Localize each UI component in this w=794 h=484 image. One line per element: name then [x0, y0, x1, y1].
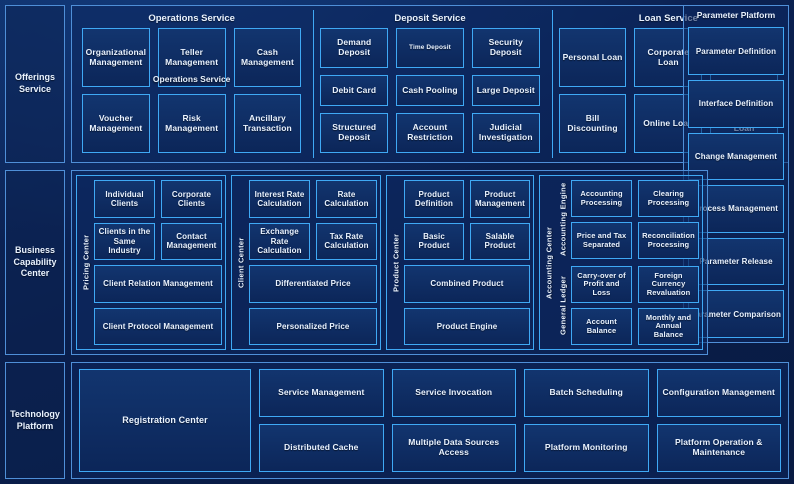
- parameter-platform-panel: Parameter Platform Parameter Definition …: [682, 5, 789, 343]
- card-price-and-tax-separated[interactable]: Price and Tax Separated: [571, 222, 632, 259]
- card-voucher-management[interactable]: Voucher Management: [82, 94, 150, 153]
- group-title-operations-service: Operations Service: [148, 13, 235, 24]
- card-combined-product[interactable]: Combined Product: [404, 265, 530, 303]
- card-product-engine[interactable]: Product Engine: [404, 307, 530, 345]
- group-title-loan-service: Loan Service: [638, 13, 698, 24]
- card-salable-product[interactable]: Salable Product: [470, 222, 530, 260]
- card-accounting-processing[interactable]: Accounting Processing: [571, 180, 632, 217]
- card-individual-clients[interactable]: Individual Clients: [94, 180, 155, 218]
- vlabel-pricing-center: Pricing Center: [81, 234, 91, 291]
- card-product-definition[interactable]: Product Definition: [404, 180, 464, 218]
- group-operations-service: Operations Service Organizational Manage…: [76, 10, 307, 158]
- vlabel-general-ledger: General Ledger: [558, 275, 568, 336]
- card-foreign-currency-revaluation[interactable]: Foreign Currency Revaluation: [638, 266, 699, 303]
- group-grid-deposit-service: Demand Deposit Time Deposit Security Dep…: [314, 28, 545, 158]
- card-interface-definition[interactable]: Interface Definition: [687, 80, 784, 128]
- card-parameter-definition[interactable]: Parameter Definition: [687, 27, 784, 76]
- subpanel-accounting-center: Accounting Center Accounting Engine Acco…: [539, 175, 703, 350]
- card-debit-card[interactable]: Debit Card: [320, 75, 389, 106]
- card-cash-pooling[interactable]: Cash Pooling: [396, 75, 464, 106]
- card-platform-monitoring[interactable]: Platform Monitoring: [524, 424, 649, 472]
- card-cash-management[interactable]: Cash Management: [233, 28, 302, 87]
- card-client-relation-management[interactable]: Client Relation Management: [94, 265, 222, 303]
- card-account-restriction[interactable]: Account Restriction: [396, 112, 464, 153]
- card-rate-calculation[interactable]: Rate Calculation: [316, 180, 377, 218]
- parameter-platform-title: Parameter Platform: [696, 10, 776, 20]
- card-tax-rate-calculation[interactable]: Tax Rate Calculation: [316, 222, 377, 260]
- card-demand-deposit[interactable]: Demand Deposit: [320, 28, 389, 69]
- card-registration-center[interactable]: Registration Center: [79, 369, 251, 472]
- section-general-ledger: General Ledger Carry-over of Profit and …: [557, 266, 699, 345]
- card-service-management[interactable]: Service Management: [259, 369, 384, 417]
- subpanel-pricing-center: Pricing Center Individual Clients Corpor…: [76, 175, 226, 350]
- card-reconciliation-processing[interactable]: Reconciliation Processing: [638, 222, 699, 259]
- card-clients-in-the-same-industry[interactable]: Clients in the Same Industry: [94, 222, 155, 260]
- offerings-service-panel: Operations Service Organizational Manage…: [71, 5, 789, 163]
- technology-platform-grid: Service Management Service Invocation Ba…: [259, 369, 781, 472]
- grid-general-ledger: Carry-over of Profit and Loss Foreign Cu…: [571, 266, 699, 345]
- card-monthly-and-annual-balance[interactable]: Monthly and Annual Balance: [638, 308, 699, 345]
- card-multiple-data-sources-access[interactable]: Multiple Data Sources Access: [391, 424, 516, 472]
- card-platform-operation-maintenance[interactable]: Platform Operation & Maintenance: [656, 424, 781, 472]
- grid-product-center: Product Definition Product Management Ba…: [404, 180, 530, 345]
- subpanel-product-center: Product Center Product Definition Produc…: [386, 175, 534, 350]
- accounting-center-body: Accounting Engine Accounting Processing …: [557, 180, 699, 345]
- card-product-management[interactable]: Product Management: [470, 180, 530, 218]
- group-grid-operations-service: Organizational Management Teller Managem…: [76, 28, 307, 158]
- card-carry-over-of-profit-and-loss[interactable]: Carry-over of Profit and Loss: [571, 266, 632, 303]
- group-title-deposit-service: Deposit Service: [394, 13, 466, 24]
- card-personalized-price[interactable]: Personalized Price: [249, 307, 377, 345]
- card-configuration-management[interactable]: Configuration Management: [656, 369, 781, 417]
- card-judicial-investigation[interactable]: Judicial Investigation: [471, 112, 540, 153]
- card-distributed-cache[interactable]: Distributed Cache: [259, 424, 384, 472]
- card-clearing-processing[interactable]: Clearing Processing: [638, 180, 699, 217]
- card-risk-management[interactable]: Risk Management: [157, 94, 226, 153]
- card-teller-management[interactable]: Teller Management: [157, 28, 226, 87]
- card-corporate-clients[interactable]: Corporate Clients: [161, 180, 222, 218]
- vlabel-accounting-engine: Accounting Engine: [558, 182, 568, 257]
- card-batch-scheduling[interactable]: Batch Scheduling: [524, 369, 649, 417]
- card-contact-management[interactable]: Contact Management: [161, 222, 222, 260]
- card-client-protocol-management[interactable]: Client Protocol Management: [94, 307, 222, 345]
- vlabel-product-center: Product Center: [391, 233, 401, 292]
- offerings-service-row: Offerings Service Operations Service Org…: [5, 5, 789, 343]
- grid-client-center: Interest Rate Calculation Rate Calculati…: [249, 180, 377, 345]
- card-basic-product[interactable]: Basic Product: [404, 222, 464, 260]
- business-capability-center-row: Business Capability Center Pricing Cente…: [5, 170, 789, 355]
- card-exchange-rate-calculation[interactable]: Exchange Rate Calculation: [249, 222, 310, 260]
- card-personal-loan[interactable]: Personal Loan: [558, 28, 627, 87]
- subpanel-client-center: Client Center Interest Rate Calculation …: [231, 175, 381, 350]
- row-label-business-capability-center: Business Capability Center: [5, 170, 65, 355]
- card-account-balance[interactable]: Account Balance: [571, 308, 632, 345]
- card-time-deposit[interactable]: Time Deposit: [396, 28, 464, 69]
- card-large-deposit[interactable]: Large Deposit: [471, 75, 540, 106]
- grid-pricing-center: Individual Clients Corporate Clients Cli…: [94, 180, 222, 345]
- technology-platform-row: Technology Platform Registration Center …: [5, 362, 789, 479]
- business-capability-center-panel: Pricing Center Individual Clients Corpor…: [71, 170, 708, 355]
- technology-platform-panel: Registration Center Service Management S…: [71, 362, 789, 479]
- card-organizational-management[interactable]: Organizational Management: [82, 28, 150, 87]
- row-label-offerings-service: Offerings Service: [5, 5, 65, 163]
- card-ancillary-transaction[interactable]: Ancillary Transaction: [233, 94, 302, 153]
- card-bill-discounting[interactable]: Bill Discounting: [558, 94, 627, 153]
- card-interest-rate-calculation[interactable]: Interest Rate Calculation: [249, 180, 310, 218]
- vlabel-accounting-center: Accounting Center: [544, 226, 554, 299]
- vlabel-client-center: Client Center: [236, 237, 246, 288]
- row-label-technology-platform: Technology Platform: [5, 362, 65, 479]
- card-structured-deposit[interactable]: Structured Deposit: [320, 112, 389, 153]
- group-deposit-service: Deposit Service Demand Deposit Time Depo…: [313, 10, 545, 158]
- card-service-invocation[interactable]: Service Invocation: [391, 369, 516, 417]
- section-accounting-engine: Accounting Engine Accounting Processing …: [557, 180, 699, 259]
- card-security-deposit[interactable]: Security Deposit: [471, 28, 540, 69]
- grid-accounting-engine: Accounting Processing Clearing Processin…: [571, 180, 699, 259]
- card-differentiated-price[interactable]: Differentiated Price: [249, 265, 377, 303]
